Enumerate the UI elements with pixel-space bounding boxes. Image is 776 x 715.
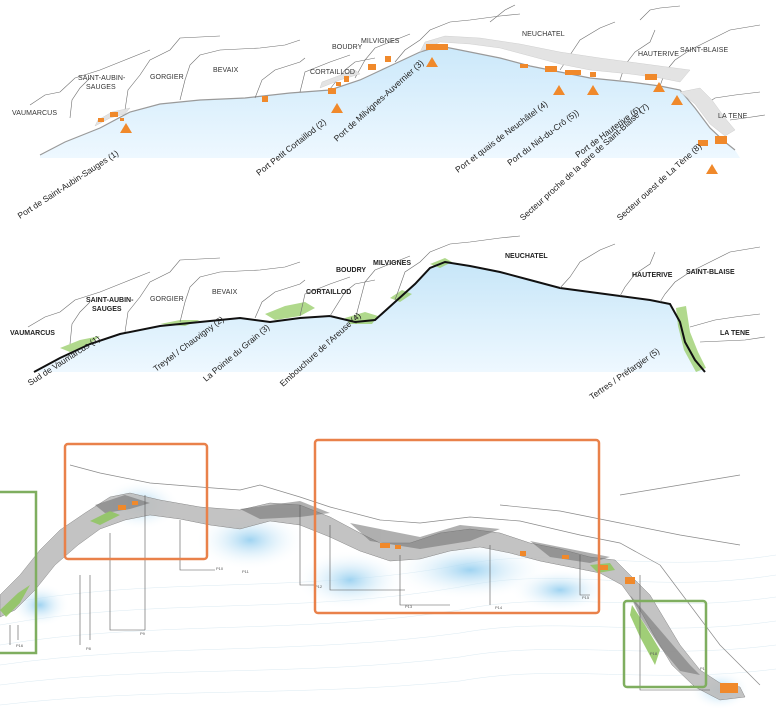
town-labels: VAUMARCUS SAINT-AUBIN- SAUGES GORGIER BE… xyxy=(10,253,750,337)
town-label: SAUGES xyxy=(86,84,116,91)
frame-neuchatel xyxy=(313,438,601,615)
town-label: NEUCHATEL xyxy=(522,31,565,38)
profile-tag: P9 xyxy=(140,631,146,636)
town-label: BEVAIX xyxy=(212,289,238,296)
ports-map: VAUMARCUS SAINT-AUBIN- SAUGES GORGIER BE… xyxy=(12,4,766,222)
town-label: GORGIER xyxy=(150,296,184,303)
town-label: CORTAILLOD xyxy=(310,69,355,76)
port-markers xyxy=(120,57,718,174)
town-label: BOUDRY xyxy=(332,44,363,51)
town-label: SAINT-AUBIN- xyxy=(86,297,134,304)
town-label: NEUCHATEL xyxy=(505,253,548,260)
town-label: BEVAIX xyxy=(213,67,239,74)
town-label: HAUTERIVE xyxy=(638,51,679,58)
frame-tertres xyxy=(622,599,708,689)
town-label: HAUTERIVE xyxy=(632,272,673,279)
site-label: Port de Saint-Aubin-Sauges (1) xyxy=(16,148,121,221)
marker-8 xyxy=(706,164,718,174)
profile-tag: P13 xyxy=(405,604,413,609)
urban-fabric xyxy=(94,35,736,137)
profile-tag: P16 xyxy=(16,643,24,648)
town-label: MILVIGNES xyxy=(373,260,411,267)
profile-tag: P8 xyxy=(86,646,92,651)
marker-5 xyxy=(587,85,599,95)
profile-tag: P17 xyxy=(700,666,708,671)
town-label: VAUMARCUS xyxy=(12,110,57,117)
town-labels: VAUMARCUS SAINT-AUBIN- SAUGES GORGIER BE… xyxy=(12,31,748,120)
profile-lines xyxy=(9,495,710,691)
town-label: LA TENE xyxy=(718,113,748,120)
frame-saint-aubin xyxy=(63,442,209,561)
commune-borders xyxy=(27,235,766,345)
marker-4 xyxy=(553,85,565,95)
port-plots xyxy=(118,501,738,693)
marker-6 xyxy=(653,82,665,92)
focus-frames-green xyxy=(0,490,708,689)
profile-tag: P12 xyxy=(315,584,323,589)
town-label: MILVIGNES xyxy=(361,38,400,45)
profile-tag: P15 xyxy=(582,595,590,600)
town-label: LA TENE xyxy=(720,330,750,337)
profile-tag: P10 xyxy=(216,566,224,571)
marker-1 xyxy=(120,123,132,133)
town-label: SAINT-BLAISE xyxy=(686,269,735,276)
town-label: BOUDRY xyxy=(336,267,366,274)
urban-strip xyxy=(0,492,746,701)
town-label: SAINT-AUBIN- xyxy=(78,75,126,82)
port-areas xyxy=(98,44,727,146)
profile-tag: P14 xyxy=(495,605,503,610)
town-label: SAINT-BLAISE xyxy=(680,47,729,54)
marker-2 xyxy=(331,103,343,113)
profile-tag: P18 xyxy=(650,651,658,656)
town-label: GORGIER xyxy=(150,74,184,81)
town-label: VAUMARCUS xyxy=(10,330,55,337)
profile-tag: P11 xyxy=(242,569,250,574)
town-label: CORTAILLOD xyxy=(306,289,351,296)
roads xyxy=(69,464,761,686)
marker-3 xyxy=(426,57,438,67)
detail-plan: P1 P8 P9 P10 P11 P12 P13 P14 P15 P16 P17… xyxy=(0,438,776,710)
focus-frames-orange xyxy=(63,438,601,615)
urban-blocks xyxy=(95,495,700,675)
lake-area xyxy=(34,262,705,372)
frame-vaumarcus xyxy=(0,490,38,655)
marker-7 xyxy=(671,95,683,105)
nature-map: VAUMARCUS SAINT-AUBIN- SAUGES GORGIER BE… xyxy=(10,235,766,402)
town-label: SAUGES xyxy=(92,306,122,313)
